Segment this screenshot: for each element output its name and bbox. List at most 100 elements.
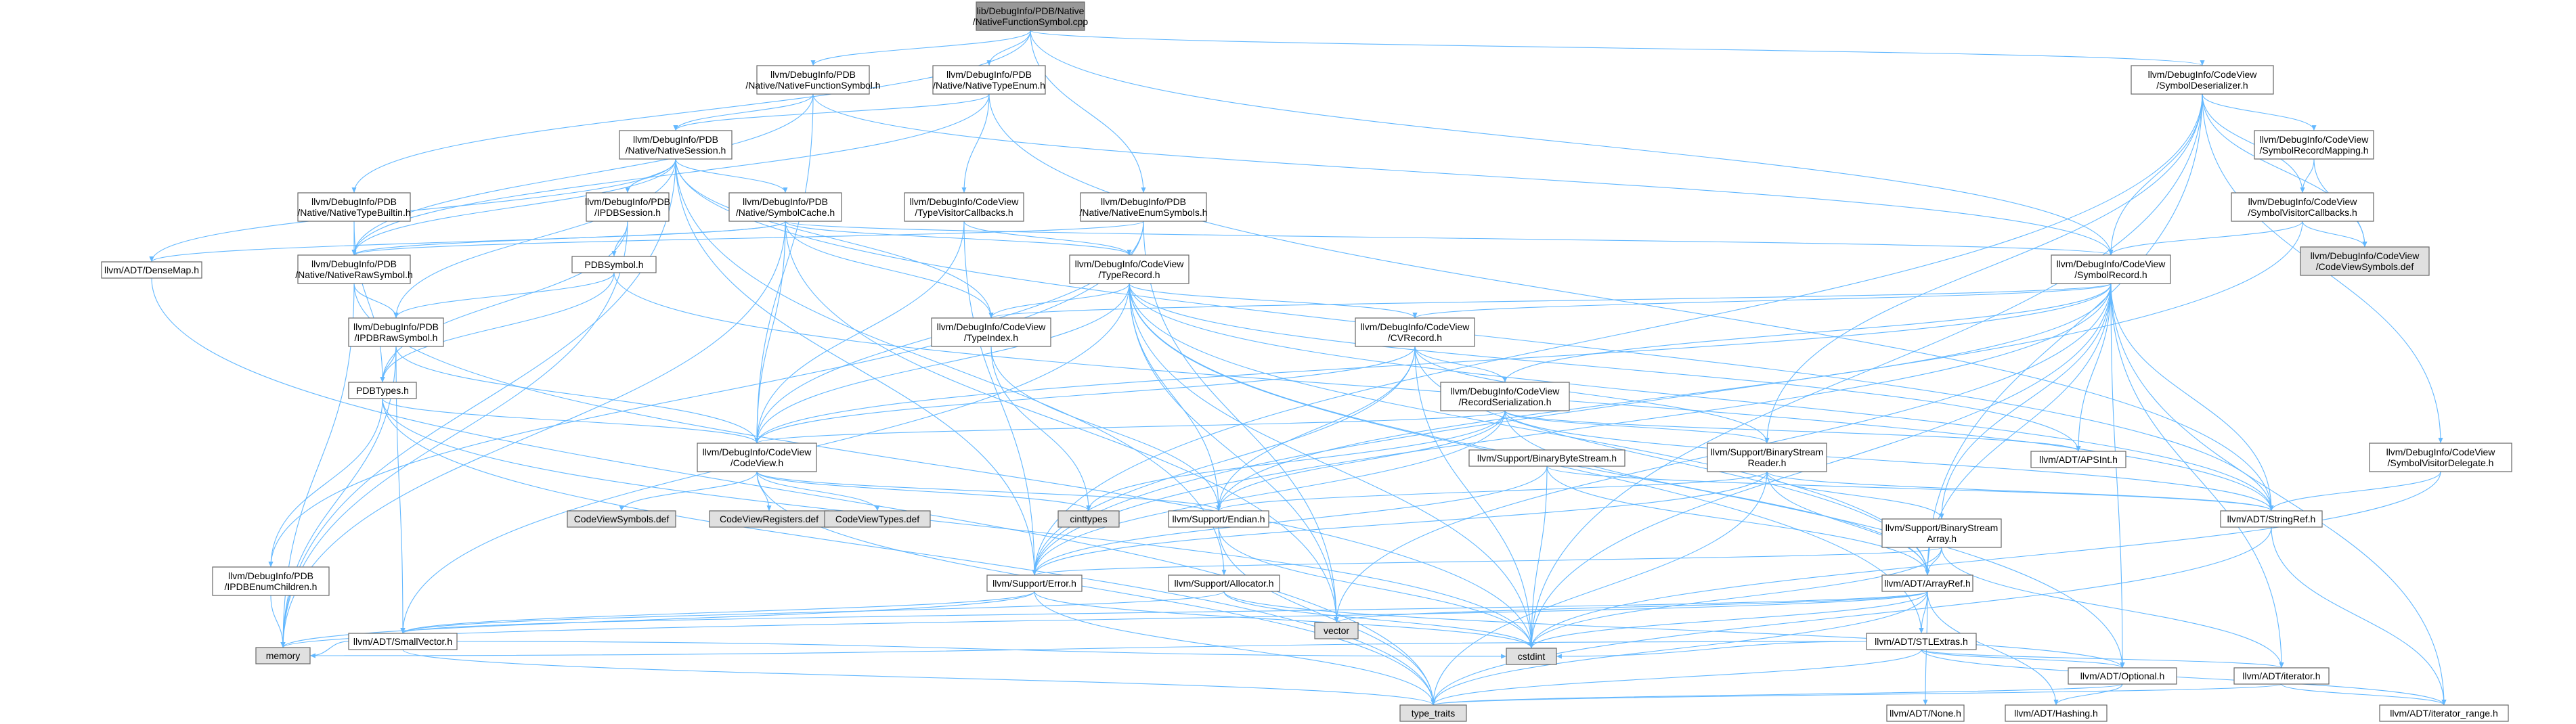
node-label-line: /CVRecord.h <box>1388 332 1442 343</box>
node-alloc_h[interactable]: llvm/Support/Allocator.h <box>1168 574 1280 592</box>
edge-nfs_h-to-codeview_h <box>754 93 814 444</box>
edge-recser_h-to-error_h <box>1032 410 1506 576</box>
edge-arrayref_h-to-smallvec_h <box>401 591 1928 634</box>
node-box <box>2030 451 2126 468</box>
node-densemap[interactable]: llvm/ADT/DenseMap.h <box>101 261 202 279</box>
edge-codeview_h-to-endian_h <box>756 471 1221 512</box>
node-box <box>1168 510 1269 528</box>
node-typeidx_h[interactable]: llvm/DebugInfo/CodeView/TypeIndex.h <box>931 317 1051 347</box>
node-hashing_h[interactable]: llvm/ADT/Hashing.h <box>2005 704 2108 722</box>
edge-symcache_h-to-densemap <box>149 221 786 263</box>
edge-typerec_h-to-typeidx_h <box>988 283 1130 319</box>
node-ntb_h[interactable]: llvm/DebugInfo/PDB/Native/NativeTypeBuil… <box>297 192 411 222</box>
edge-nte_h-to-stringref_h <box>988 93 2274 512</box>
edge-symrec_h-to-codeview_h <box>754 283 2112 444</box>
node-label-line: llvm/Support/Allocator.h <box>1174 578 1273 589</box>
node-pdbtypes_h[interactable]: PDBTypes.h <box>348 382 417 399</box>
node-recser_h[interactable]: llvm/DebugInfo/CodeView/RecordSerializat… <box>1440 382 1570 411</box>
edge-alloc_h-to-cstdint <box>1223 591 1534 649</box>
node-apsint_h[interactable]: llvm/ADT/APSInt.h <box>2030 451 2126 468</box>
edge-symcache_h-to-symrec_h <box>785 221 2113 256</box>
node-pdbsym_h[interactable]: PDBSymbol.h <box>571 256 657 273</box>
edge-endian_h-to-typetraits <box>1218 526 1436 706</box>
edge-cvrec_h-to-endian_h <box>1216 346 1416 512</box>
node-cvsymbolsdef: CodeViewSymbols.def <box>567 510 676 528</box>
edge-symcache_h-to-memory <box>280 221 786 648</box>
edge-cvrec_h-to-recser_h <box>1414 346 1508 383</box>
node-ipdbenum_h[interactable]: llvm/DebugInfo/PDB/IPDBEnumChildren.h <box>212 566 330 596</box>
node-arrayref_h[interactable]: llvm/ADT/ArrayRef.h <box>1881 574 1973 592</box>
edge-nsess_h-to-error_h <box>675 158 1037 576</box>
node-label-line: /TypeVisitorCallbacks.h <box>915 207 1013 218</box>
node-label-line: llvm/ADT/None.h <box>1890 708 1961 719</box>
edge-symdes_h-to-svc_h <box>2202 93 2305 194</box>
node-symrec_h[interactable]: llvm/DebugInfo/CodeView/SymbolRecord.h <box>2051 254 2171 284</box>
node-smallvec_h[interactable]: llvm/ADT/SmallVector.h <box>348 633 458 650</box>
edge-recser_h-to-apsint_h <box>1504 410 2081 452</box>
node-box <box>932 65 1046 95</box>
edge-symdes_h-to-error_h <box>1032 93 2203 576</box>
edge-smallvec_h-to-typetraits <box>402 649 1436 706</box>
edge-codeview_h-to-cvsymbolsdef <box>619 471 758 512</box>
node-typerec_h[interactable]: llvm/DebugInfo/CodeView/TypeRecord.h <box>1069 254 1189 284</box>
node-nfs_h[interactable]: llvm/DebugInfo/PDB/Native/NativeFunction… <box>745 65 881 95</box>
node-box <box>2231 192 2374 222</box>
edge-bbs_h-to-cstdint <box>1529 466 1548 649</box>
edge-typerec_h-to-cstdint <box>1129 283 1534 649</box>
node-none_h[interactable]: llvm/ADT/None.h <box>1886 704 1965 722</box>
node-iterator_h[interactable]: llvm/ADT/iterator.h <box>2233 667 2330 685</box>
node-symdes_h[interactable]: llvm/DebugInfo/CodeView/SymbolDeserializ… <box>2131 65 2274 95</box>
node-label-line: Array.h <box>1927 533 1957 544</box>
node-box <box>1399 704 1467 722</box>
edge-symcache_h-to-vector <box>785 221 1339 623</box>
node-codeview_h[interactable]: llvm/DebugInfo/CodeView/CodeView.h <box>697 443 817 472</box>
edge-svc_h-to-symrec_h <box>2108 221 2303 256</box>
edge-bsr_h-to-typetraits <box>1431 471 1768 706</box>
node-label-line: llvm/ADT/Hashing.h <box>2014 708 2098 719</box>
edge-nfs_h-to-symrec_h <box>812 93 2114 256</box>
node-cvrec_h[interactable]: llvm/DebugInfo/CodeView/CVRecord.h <box>1355 317 1475 347</box>
edge-nsess_h-to-alloc_h <box>675 158 1227 576</box>
edge-bsr_h-to-endian_h <box>1216 471 1768 512</box>
node-nte_h[interactable]: llvm/DebugInfo/PDB/Native/NativeTypeEnum… <box>932 65 1046 95</box>
node-ipdbraw_h[interactable]: llvm/DebugInfo/PDB/IPDBRawSymbol.h <box>348 317 444 347</box>
node-label-line: CodeViewSymbols.def <box>574 514 670 524</box>
node-stlextras_h[interactable]: llvm/ADT/STLExtras.h <box>1866 633 1977 650</box>
edge-root-to-nfs_h <box>810 30 1031 66</box>
node-label-line: /Native/SymbolCache.h <box>736 207 835 218</box>
node-tvc_h[interactable]: llvm/DebugInfo/CodeView/TypeVisitorCallb… <box>904 192 1024 222</box>
node-error_h[interactable]: llvm/Support/Error.h <box>986 574 1083 592</box>
edge-symrec_h-to-iterator_h <box>2110 283 2284 669</box>
edge-codeview_h-to-cinttypes <box>756 471 1091 512</box>
edge-pdbtypes_h-to-typetraits <box>382 398 1436 706</box>
node-optional_h[interactable]: llvm/ADT/Optional.h <box>2068 667 2177 685</box>
node-label-line: llvm/DebugInfo/PDB <box>633 134 718 145</box>
edge-bsr_h-to-bsa_h <box>1766 471 1944 520</box>
edge-symcache_h-to-typeidx_h <box>785 221 994 319</box>
node-nsess_h[interactable]: llvm/DebugInfo/PDB/Native/NativeSession.… <box>619 130 733 160</box>
edge-root-to-nte_h <box>986 30 1031 66</box>
node-label-line: llvm/DebugInfo/CodeView <box>910 196 1020 207</box>
edge-typerec_h-to-optional_h <box>1129 283 2125 669</box>
node-endian_h[interactable]: llvm/Support/Endian.h <box>1168 510 1269 528</box>
edge-nfs_h-to-nrs_h <box>351 93 814 256</box>
node-label-line: llvm/ADT/Optional.h <box>2080 671 2164 681</box>
edge-symdes_h-to-symrec_h <box>2108 93 2203 256</box>
node-box <box>1866 633 1977 650</box>
node-stringref_h[interactable]: llvm/ADT/StringRef.h <box>2220 510 2323 528</box>
node-label-line: llvm/Support/BinaryStream <box>1711 447 1824 457</box>
node-nes_h[interactable]: llvm/DebugInfo/PDB/Native/NativeEnumSymb… <box>1079 192 1208 222</box>
node-symcache_h[interactable]: llvm/DebugInfo/PDB/Native/SymbolCache.h <box>728 192 842 222</box>
node-bbs_h[interactable]: llvm/Support/BinaryByteStream.h <box>1468 449 1625 467</box>
node-svc_h[interactable]: llvm/DebugInfo/CodeView/SymbolVisitorCal… <box>2231 192 2374 222</box>
edge-symrecmap_h-to-svc_h <box>2300 158 2315 194</box>
node-nrs_h[interactable]: llvm/DebugInfo/PDB/Native/NativeRawSymbo… <box>295 254 413 284</box>
node-ipdbsess_h[interactable]: llvm/DebugInfo/PDB/IPDBSession.h <box>585 192 670 222</box>
node-itrange_h[interactable]: llvm/ADT/iterator_range.h <box>2379 704 2509 722</box>
node-svd_h[interactable]: llvm/DebugInfo/CodeView/SymbolVisitorDel… <box>2369 443 2512 472</box>
edge-ipdbsess_h-to-memory <box>280 221 628 648</box>
node-symrecmap_h[interactable]: llvm/DebugInfo/CodeView/SymbolRecordMapp… <box>2254 130 2374 160</box>
